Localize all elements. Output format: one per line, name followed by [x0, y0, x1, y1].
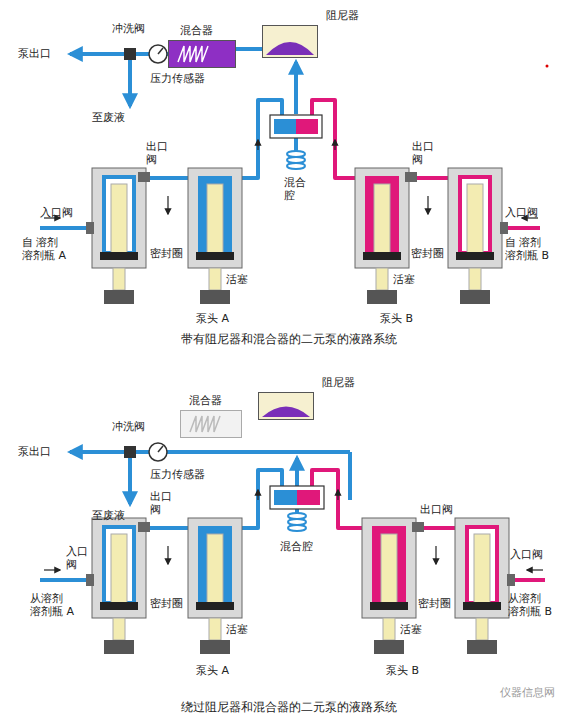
node-label: 混合器: [180, 24, 213, 37]
part-label: 出口阀: [420, 503, 453, 516]
part-label: 从溶剂 溶剂瓶 A: [30, 592, 83, 618]
part-label: 泵出口: [18, 445, 51, 458]
node-label: 阻尼器: [322, 376, 355, 389]
damper-box: 阻尼器: [262, 25, 318, 58]
part-label: 混合 腔: [284, 176, 309, 202]
part-label: 泵头 A: [196, 664, 229, 677]
part-label: 活塞: [393, 273, 415, 286]
part-label: 活塞: [226, 273, 248, 286]
part-label: 出口 阀: [412, 140, 437, 166]
part-label: 泵头 A: [196, 312, 229, 325]
part-label: 出口 阀: [146, 140, 171, 166]
part-label: 压力传感器: [150, 468, 205, 481]
damper-symbol: [258, 392, 314, 420]
node-label: 混合器: [189, 394, 222, 407]
part-label: 活塞: [400, 623, 422, 636]
part-label: 密封圈: [411, 247, 444, 260]
part-label: 自 溶剂 溶剂瓶 B: [505, 236, 558, 262]
mixer-symbol: [168, 40, 236, 68]
part-label: 出口 阀: [150, 490, 175, 516]
caption-text: 绕过阻尼器和混合器的二元泵的液路系统: [181, 700, 397, 714]
part-label: 密封圈: [150, 597, 183, 610]
part-label: 密封圈: [150, 247, 183, 260]
mixer-symbol: [180, 410, 242, 438]
part-label: 泵出口: [18, 47, 51, 60]
part-label: 入口 阀: [66, 545, 91, 571]
part-label: 活塞: [226, 623, 248, 636]
part-label: 至废液: [92, 111, 125, 124]
part-label: 泵头 B: [380, 312, 413, 325]
damper-box: 阻尼器: [258, 392, 314, 420]
part-label: 自 溶剂 溶剂瓶 A: [22, 236, 75, 262]
part-label: 冲洗阀: [112, 22, 145, 35]
flow-pipe: [236, 47, 262, 51]
mixer-box: 混合器: [168, 40, 236, 68]
damper-symbol: [262, 25, 318, 58]
part-label: 入口阀: [40, 206, 73, 219]
mixer-box: 混合器: [180, 410, 242, 438]
node-label: 阻尼器: [326, 9, 359, 22]
part-label: 密封圈: [418, 597, 451, 610]
part-label: 入口阀: [505, 206, 538, 219]
part-label: 至废液: [92, 509, 125, 522]
part-label: 混合腔: [280, 540, 313, 553]
part-label: 从溶剂 溶剂瓶 B: [508, 592, 561, 618]
caption-text: 带有阻尼器和混合器的二元泵的液路系统: [181, 332, 397, 346]
part-label: 压力传感器: [150, 72, 205, 85]
watermark-text: 仪器信息网: [500, 686, 555, 699]
part-label: 冲洗阀: [112, 420, 145, 433]
part-label: 入口阀: [510, 548, 543, 561]
part-label: 泵头 B: [386, 664, 419, 677]
